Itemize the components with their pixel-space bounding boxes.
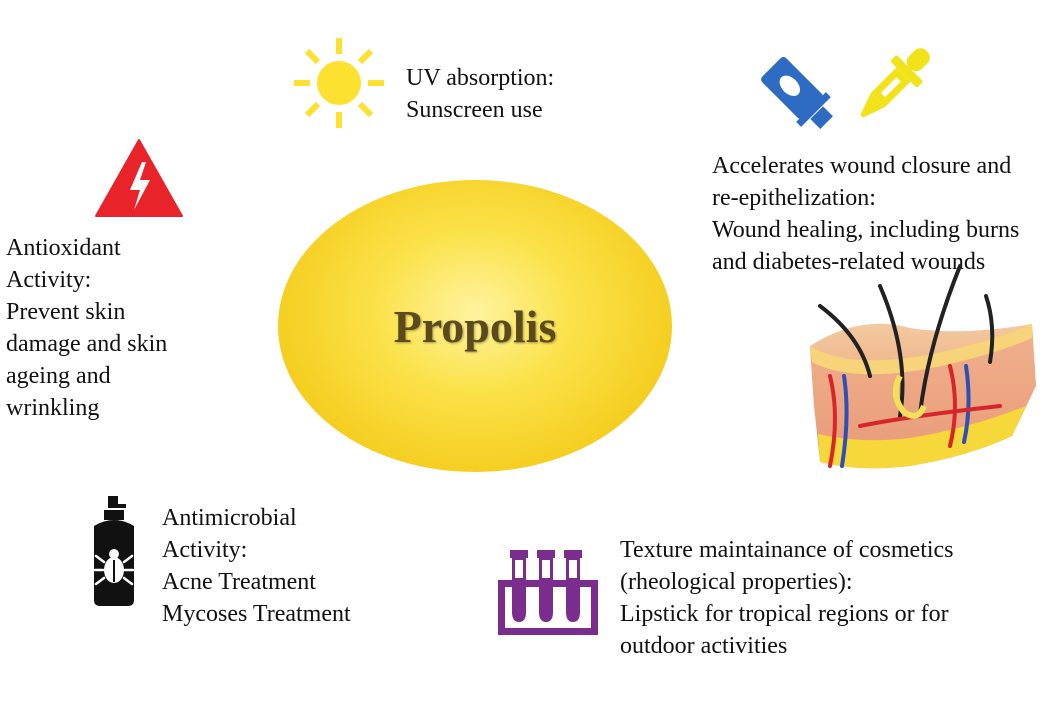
antimicrobial-text: Antimicrobial Activity: Acne Treatment M… — [162, 502, 351, 630]
bug-spray-icon — [88, 492, 140, 608]
antimicrobial-line: Activity: — [162, 534, 351, 566]
texture-line: Lipstick for tropical regions or for — [620, 598, 954, 630]
antioxidant-line: Activity: — [6, 264, 167, 296]
texture-line: outdoor activities — [620, 630, 954, 662]
wound-line: Wound healing, including burns — [712, 214, 1019, 246]
uv-line: Sunscreen use — [406, 94, 554, 126]
antimicrobial-line: Mycoses Treatment — [162, 598, 351, 630]
antimicrobial-line: Antimicrobial — [162, 502, 351, 534]
propolis-center: Propolis — [278, 180, 672, 472]
center-title: Propolis — [394, 300, 557, 353]
uv-text: UV absorption: Sunscreen use — [406, 62, 554, 126]
antioxidant-line: Prevent skin — [6, 296, 167, 328]
test-tubes-icon — [496, 546, 600, 636]
wound-text: Accelerates wound closure and re-epithel… — [712, 150, 1019, 278]
texture-text: Texture maintainance of cosmetics (rheol… — [620, 534, 954, 662]
sun-icon — [292, 36, 386, 130]
texture-line: (rheological properties): — [620, 566, 954, 598]
antioxidant-line: Antioxidant — [6, 232, 167, 264]
antioxidant-line: wrinkling — [6, 392, 167, 424]
ointment-tube-icon — [756, 52, 842, 138]
wound-line: Accelerates wound closure and — [712, 150, 1019, 182]
uv-line: UV absorption: — [406, 62, 554, 94]
antimicrobial-line: Acne Treatment — [162, 566, 351, 598]
antioxidant-text: Antioxidant Activity: Prevent skin damag… — [6, 232, 167, 424]
texture-line: Texture maintainance of cosmetics — [620, 534, 954, 566]
skin-cross-section-icon — [800, 266, 1040, 502]
antioxidant-line: damage and skin — [6, 328, 167, 360]
antioxidant-line: ageing and — [6, 360, 167, 392]
warning-bolt-icon — [94, 138, 184, 218]
dropper-icon — [852, 40, 938, 126]
wound-line: re-epithelization: — [712, 182, 1019, 214]
